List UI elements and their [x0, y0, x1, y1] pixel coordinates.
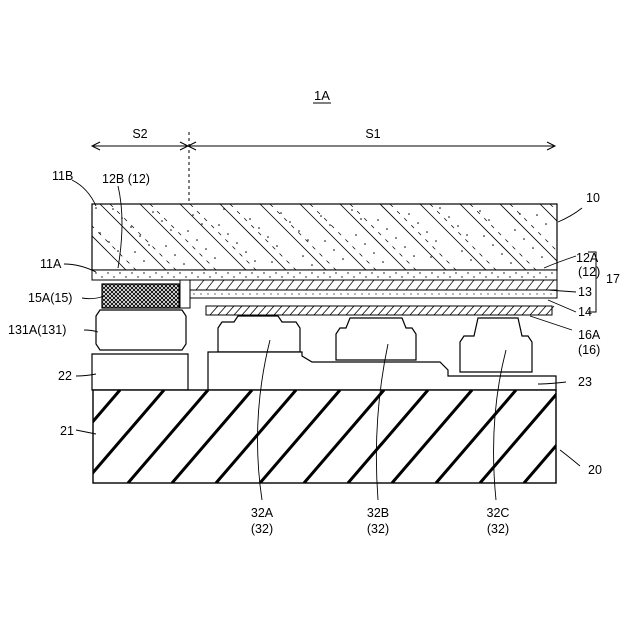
- layer-12: [92, 270, 557, 280]
- region-label-s1: S1: [365, 127, 380, 141]
- label-15a: 15A(15): [28, 291, 72, 305]
- label-17: 17: [606, 272, 620, 286]
- label-20: 20: [588, 463, 602, 477]
- label-131a: 131A(131): [8, 323, 66, 337]
- label-13: 13: [578, 285, 592, 299]
- label-32a-sub: (32): [251, 522, 273, 536]
- label-21: 21: [60, 424, 74, 438]
- figure-title: 1A: [314, 88, 330, 103]
- label-32b: 32B: [367, 506, 389, 520]
- layer-14: [190, 290, 557, 298]
- layer-13: [190, 280, 557, 290]
- label-16a: 16A: [578, 328, 601, 342]
- label-12a: 12A: [576, 251, 599, 265]
- substrate-21: [40, 390, 640, 483]
- label-32a: 32A: [251, 506, 274, 520]
- bump-32a: [182, 316, 326, 352]
- label-32c: 32C: [487, 506, 510, 520]
- label-32c-sub: (32): [487, 522, 509, 536]
- electrode-16a: [206, 306, 554, 315]
- region-label-s2: S2: [132, 127, 147, 141]
- label-11b: 11B: [52, 169, 73, 183]
- label-22: 22: [58, 369, 72, 383]
- label-16a-sub: (16): [578, 343, 600, 357]
- label-32b-sub: (32): [367, 522, 389, 536]
- label-14: 14: [578, 305, 592, 319]
- bump-32b: [294, 318, 456, 360]
- bump-131a: [56, 310, 216, 350]
- top-plate-11: [60, 204, 640, 270]
- region-arrows: [92, 132, 555, 205]
- label-11a: 11A: [40, 257, 62, 271]
- boundary-step: [180, 280, 190, 308]
- label-12a-sub: (12): [578, 265, 600, 279]
- layer-22: [56, 354, 202, 390]
- label-23: 23: [578, 375, 592, 389]
- label-12b: 12B (12): [102, 172, 150, 186]
- label-10: 10: [586, 191, 600, 205]
